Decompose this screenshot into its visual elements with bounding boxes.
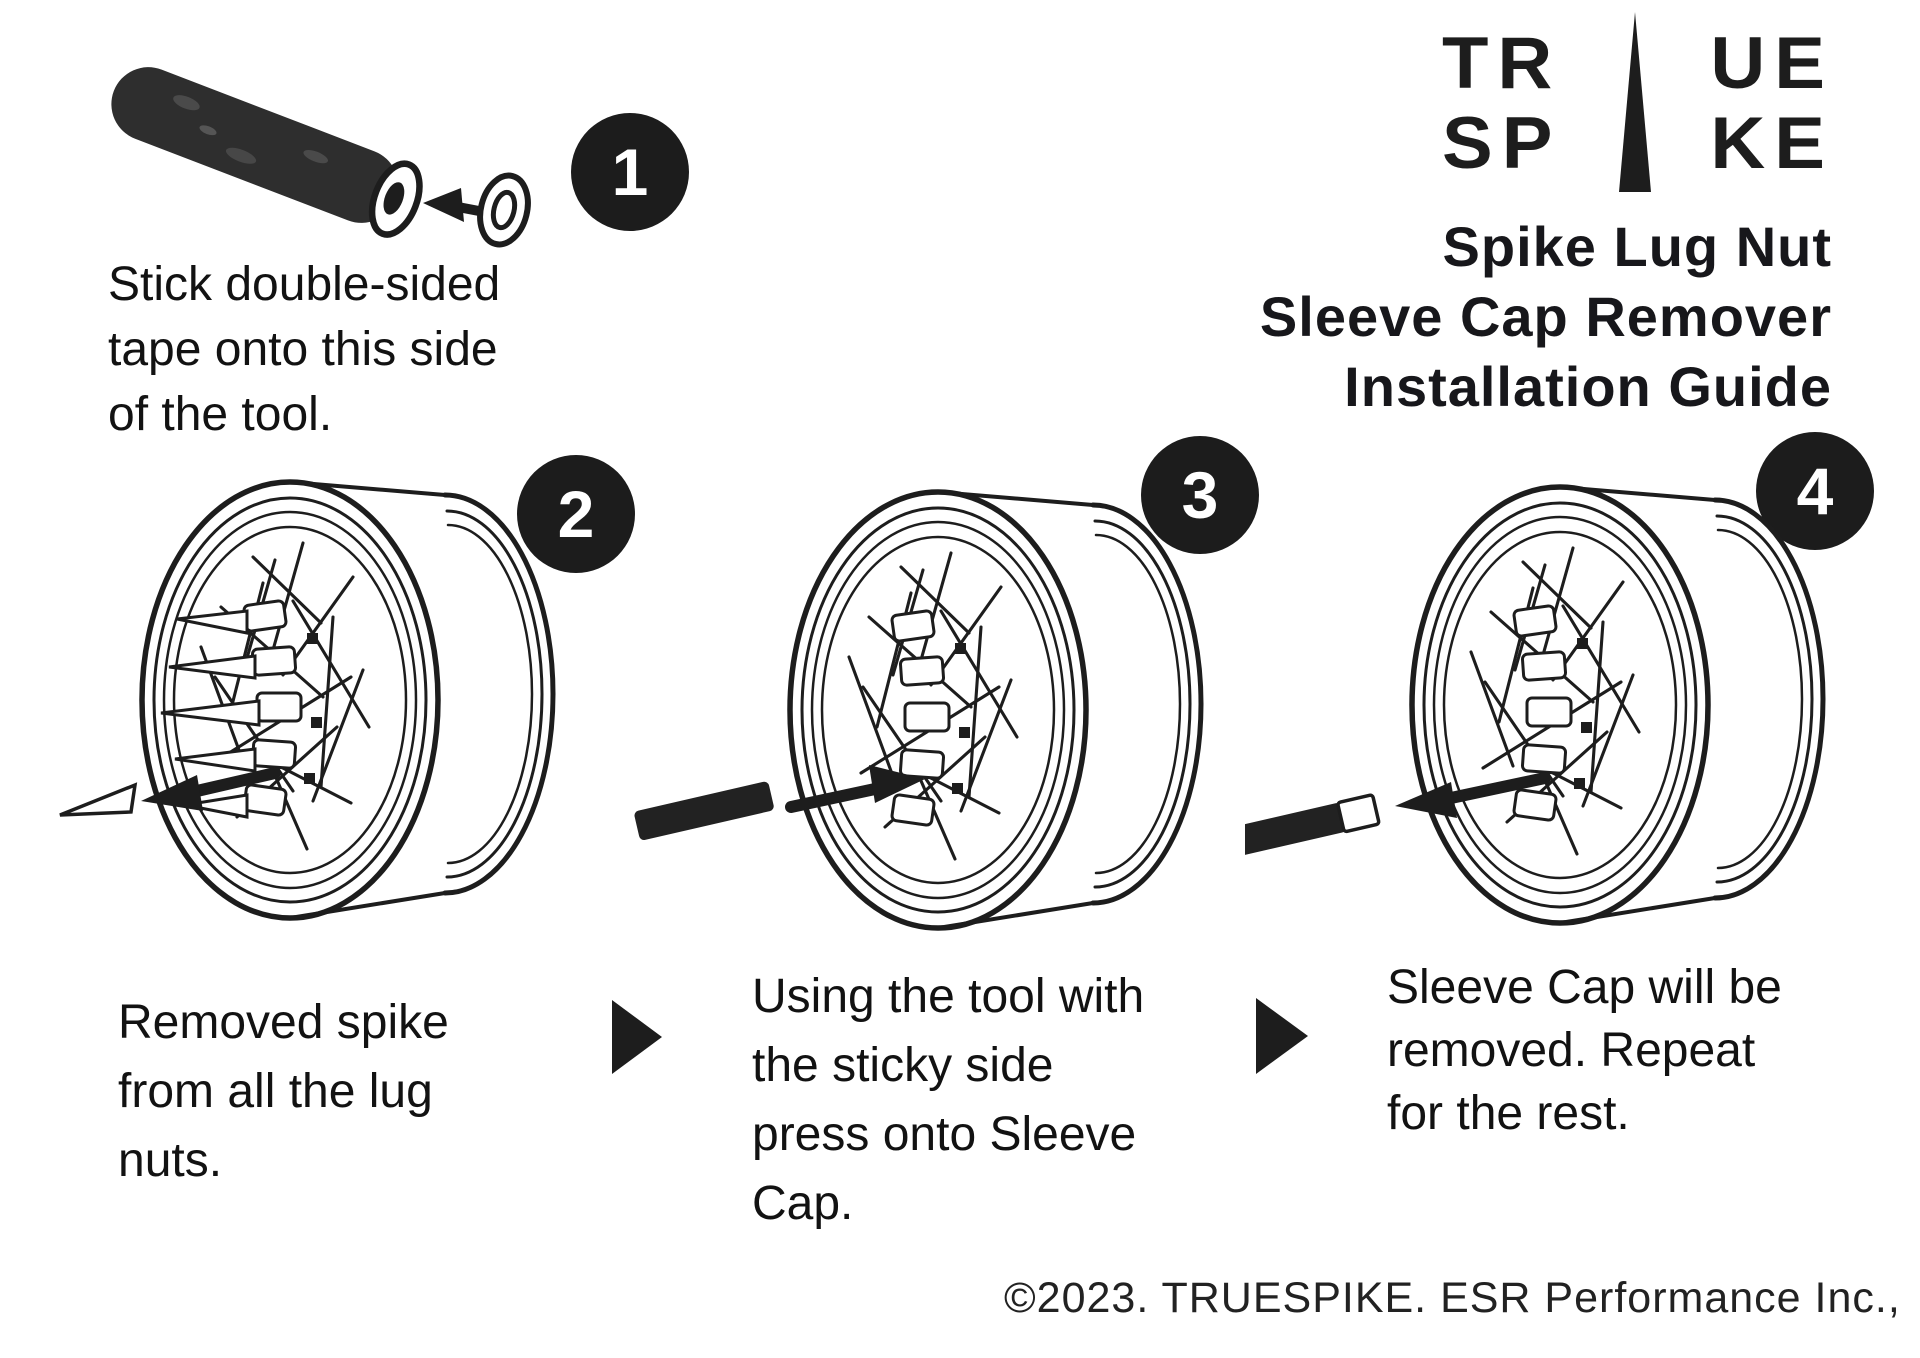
step-1-badge: 1 <box>571 113 689 231</box>
step-3-caption: Using the tool with the sticky side pres… <box>752 962 1144 1238</box>
logo-text: SP <box>1442 102 1562 185</box>
step-4-caption: Sleeve Cap will be removed. Repeat for t… <box>1387 956 1782 1145</box>
logo-text: KE <box>1710 102 1834 185</box>
caption-line: of the tool. <box>108 388 333 441</box>
title-line: Sleeve Cap Remover <box>1259 285 1832 348</box>
press-arrow-icon <box>785 765 925 813</box>
caption-line: tape onto this side <box>108 323 498 376</box>
caption-line: removed. Repeat <box>1387 1024 1756 1077</box>
badge-number: 3 <box>1181 458 1219 532</box>
step-1-caption: Stick double-sided tape onto this side o… <box>108 252 500 447</box>
badge-number: 1 <box>611 135 649 209</box>
caption-line: Stick double-sided <box>108 258 501 311</box>
step-2-caption: Removed spike from all the lug nuts. <box>118 988 449 1195</box>
step-3-diagram <box>634 475 1223 945</box>
badge-number: 2 <box>557 477 595 551</box>
step-3-badge: 3 <box>1141 436 1259 554</box>
title-line: Spike Lug Nut <box>1442 215 1832 278</box>
step-2-diagram <box>59 465 575 935</box>
copyright: ©2023. TRUESPIKE. ESR Performance Inc., <box>1004 1274 1901 1322</box>
pull-arrow-icon <box>1395 772 1551 818</box>
badge-number: 4 <box>1796 454 1834 528</box>
next-step-arrow-icon <box>1256 998 1308 1074</box>
caption-line: the sticky side <box>752 1039 1054 1092</box>
caption-line: Sleeve Cap will be <box>1387 961 1782 1014</box>
pull-arrow-icon <box>141 767 281 811</box>
caption-line: for the rest. <box>1387 1087 1630 1140</box>
logo-text: UE <box>1710 22 1834 105</box>
removed-sleeve-cap <box>1336 793 1381 834</box>
title-line: Installation Guide <box>1344 355 1832 418</box>
next-step-arrow-icon <box>612 1000 662 1074</box>
tool-tube-icon <box>111 67 423 238</box>
step-4-badge: 4 <box>1756 432 1874 550</box>
step-2-badge: 2 <box>517 455 635 573</box>
step-1-diagram <box>111 67 531 248</box>
caption-line: Cap. <box>752 1177 854 1230</box>
caption-line: press onto Sleeve <box>752 1108 1137 1161</box>
caption-line: nuts. <box>118 1134 223 1187</box>
page-title: Spike Lug Nut Sleeve Cap Remover Install… <box>1260 212 1832 422</box>
truespike-logo: TR UE SP KE <box>1442 12 1834 194</box>
caption-line: from all the lug <box>118 1065 433 1118</box>
logo-row-spike: SP KE <box>1442 102 1834 185</box>
logo-row-true: TR UE <box>1442 22 1834 105</box>
caption-line: Using the tool with <box>752 970 1145 1023</box>
tape-ring-icon <box>477 172 531 248</box>
remover-tool-icon <box>634 781 774 841</box>
spike-lug-nuts <box>160 609 261 819</box>
remover-tool-icon <box>1245 793 1381 857</box>
removed-spike-cone-icon <box>59 782 138 817</box>
logo-text: TR <box>1442 22 1562 105</box>
caption-line: Removed spike <box>118 996 449 1049</box>
step-4-diagram <box>1245 470 1845 940</box>
